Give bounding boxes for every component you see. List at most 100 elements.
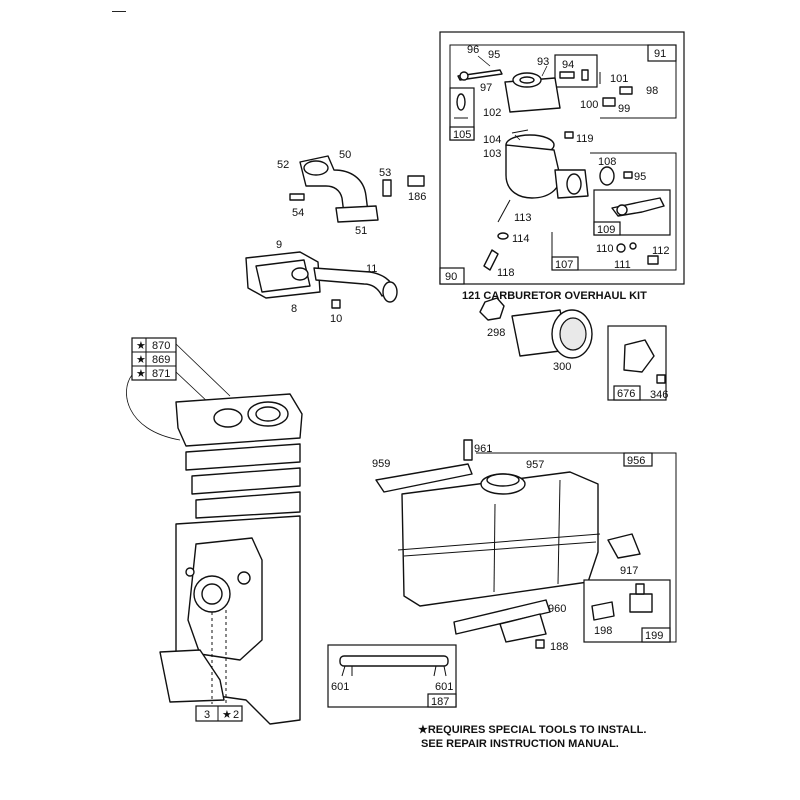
label-99: 99 (618, 103, 630, 115)
label-2: 2 (233, 709, 239, 721)
callout-leader (175, 343, 231, 397)
plug-99 (602, 97, 616, 107)
label-871: 871 (152, 368, 170, 380)
label-298: 298 (487, 327, 505, 339)
note-line-1: ★REQUIRES SPECIAL TOOLS TO INSTALL. (418, 724, 647, 736)
clip-186 (407, 175, 425, 187)
label-94: 94 (562, 59, 574, 71)
label-346: 346 (650, 389, 668, 401)
label-91: 91 (654, 48, 666, 60)
kit-title: 121 CARBURETOR OVERHAUL KIT (462, 290, 647, 302)
label-9: 9 (276, 239, 282, 251)
label-111: 111 (614, 259, 631, 271)
shutoff-valve (629, 593, 653, 613)
valve-port (213, 408, 243, 428)
spring-94 (581, 69, 589, 81)
carb-upper-throat-inner (519, 76, 535, 84)
elbow-flange (303, 160, 329, 176)
label-104: 104 (483, 134, 501, 146)
screw-94 (559, 71, 575, 79)
label-95b: 95 (634, 171, 646, 183)
label-50: 50 (339, 149, 351, 161)
mounting-foot (159, 649, 225, 703)
screw-346 (656, 374, 666, 384)
label-118: 118 (497, 267, 515, 279)
cooling-fin (191, 467, 301, 495)
fuel-tank (401, 471, 599, 607)
star-870: ★ (136, 340, 146, 352)
label-102: 102 (483, 107, 501, 119)
label-119: 119 (576, 133, 594, 145)
label-52: 52 (277, 159, 289, 171)
label-box-676 (613, 385, 641, 401)
label-98: 98 (646, 85, 658, 97)
choke-pivot (616, 204, 628, 216)
plate-917 (607, 533, 641, 559)
gasket-callout-box (131, 337, 177, 381)
label-10: 10 (330, 313, 342, 325)
label-8: 8 (291, 303, 297, 315)
clamp-601-right (433, 665, 447, 677)
pin-104 (511, 129, 529, 134)
label-96: 96 (467, 44, 479, 56)
label-105: 105 (453, 129, 471, 141)
label-112: 112 (652, 245, 670, 257)
star-2: ★ (222, 709, 232, 721)
bolt-boss (185, 567, 195, 577)
needle-113 (497, 199, 511, 223)
note-line-2: SEE REPAIR INSTRUCTION MANUAL. (418, 738, 619, 750)
star-869: ★ (136, 354, 146, 366)
gasket-105 (456, 93, 466, 111)
bottom-callout-box (195, 705, 243, 722)
carb-body (505, 144, 561, 199)
callout-leader (175, 371, 211, 405)
label-3: 3 (204, 709, 210, 721)
label-300: 300 (553, 361, 571, 373)
valve-118 (483, 249, 499, 271)
label-51: 51 (355, 225, 367, 237)
cooling-fin (195, 491, 301, 519)
exhaust-pipe (313, 267, 395, 297)
label-box-91 (647, 44, 677, 62)
label-107: 107 (555, 259, 573, 271)
fitting-53 (382, 179, 392, 197)
crankshaft-bore (201, 583, 223, 605)
leader (514, 134, 521, 141)
label-601-left: 601 (331, 681, 349, 693)
label-113: 113 (514, 212, 532, 224)
label-961: 961 (474, 443, 492, 455)
fuel-hose (339, 655, 449, 667)
fitting-198 (591, 601, 615, 621)
star-871: ★ (136, 368, 146, 380)
label-108: 108 (598, 156, 616, 168)
elbow-base-51 (335, 205, 379, 223)
screw-188 (535, 639, 545, 649)
label-110: 110 (596, 243, 614, 255)
label-box-109 (593, 221, 621, 236)
label-114: 114 (512, 233, 530, 245)
bolt-54 (289, 193, 305, 201)
fuel-cap-top (486, 473, 520, 487)
label-box-199 (641, 627, 671, 643)
label-box-105 (449, 126, 475, 141)
strap-bracket (499, 613, 547, 643)
tank-rib (493, 503, 496, 593)
pipe-end (382, 281, 398, 303)
label-198: 198 (594, 625, 612, 637)
screw-112 (647, 255, 659, 265)
label-869: 869 (152, 354, 170, 366)
cylinder-bore-inner (255, 406, 281, 422)
lever-pivot (459, 71, 469, 81)
callout-curve (126, 374, 181, 441)
label-188: 188 (550, 641, 568, 653)
label-54: 54 (292, 207, 304, 219)
screw-10 (331, 299, 341, 309)
label-187: 187 (431, 696, 449, 708)
label-676: 676 (617, 388, 635, 400)
label-93: 93 (537, 56, 549, 68)
label-11: 11 (366, 263, 377, 275)
label-601-right: 601 (435, 681, 453, 693)
label-957: 957 (526, 459, 544, 471)
label-870: 870 (152, 340, 170, 352)
label-109: 109 (597, 224, 615, 236)
